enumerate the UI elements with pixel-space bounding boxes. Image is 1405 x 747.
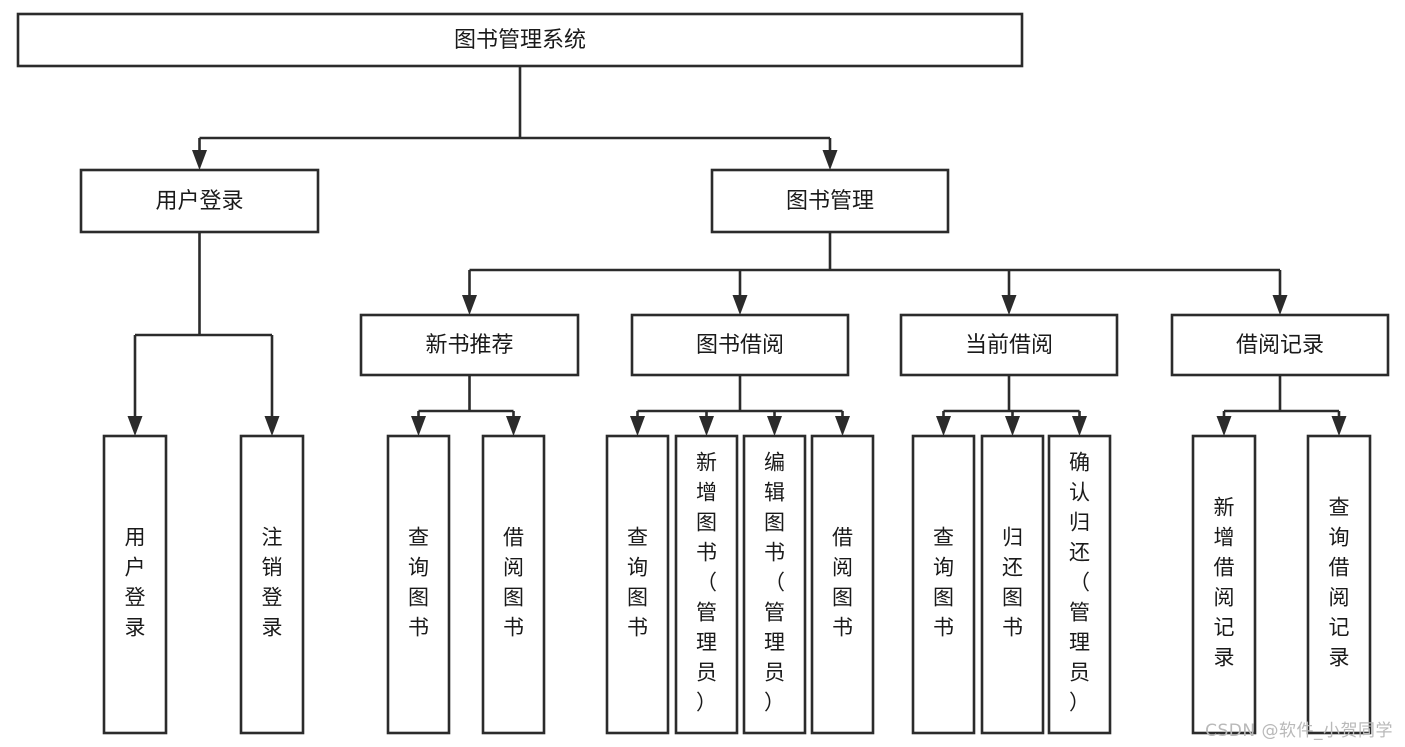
node-current-borrow-label: 当前借阅 xyxy=(965,333,1053,358)
node-user-login-label: 用户登录 xyxy=(155,189,243,214)
leaf-leaf-confirm-return-label: 确认归还（管理员） xyxy=(1069,451,1090,715)
leaf-leaf-logout-label: 注销登录 xyxy=(262,526,283,640)
node-book-borrow-label: 图书借阅 xyxy=(696,333,784,358)
arrow-head-icon xyxy=(506,416,521,436)
node-root-rect[interactable] xyxy=(16,12,1024,68)
arrow-head-icon xyxy=(1216,416,1232,436)
leaf-leaf-add-book-rect[interactable] xyxy=(674,434,739,735)
leaf-leaf-return-book[interactable]: 归还图书 xyxy=(980,434,1045,735)
node-borrow-record-label: 借阅记录 xyxy=(1236,333,1324,358)
leaf-leaf-add-record[interactable]: 新增借阅记录 xyxy=(1191,434,1257,735)
node-book-manage-label: 图书管理 xyxy=(786,189,874,214)
arrow-head-icon xyxy=(462,295,477,315)
leaf-leaf-query-book-2-rect[interactable] xyxy=(605,434,670,735)
arrow-head-icon xyxy=(732,295,748,315)
node-user-login-rect[interactable] xyxy=(79,168,320,234)
node-user-login[interactable]: 用户登录 xyxy=(79,168,320,234)
leaf-leaf-return-book-rect[interactable] xyxy=(980,434,1045,735)
connector-layer xyxy=(127,66,1347,436)
arrow-head-icon xyxy=(1005,416,1020,436)
node-new-book-recommend[interactable]: 新书推荐 xyxy=(359,313,580,377)
arrow-head-icon xyxy=(1001,295,1017,315)
leaf-leaf-confirm-return[interactable]: 确认归还（管理员） xyxy=(1047,434,1112,735)
leaf-leaf-query-record[interactable]: 查询借阅记录 xyxy=(1306,434,1372,735)
leaf-leaf-borrow-book-2[interactable]: 借阅图书 xyxy=(810,434,875,735)
arrow-head-icon xyxy=(192,150,207,170)
leaf-leaf-add-record-rect[interactable] xyxy=(1191,434,1257,735)
leaf-leaf-edit-book-rect[interactable] xyxy=(742,434,807,735)
node-new-book-recommend-label: 新书推荐 xyxy=(425,333,513,358)
node-book-manage-rect[interactable] xyxy=(710,168,950,234)
leaf-leaf-add-book[interactable]: 新增图书（管理员） xyxy=(674,434,739,735)
node-borrow-record-rect[interactable] xyxy=(1170,313,1390,377)
arrow-head-icon xyxy=(411,416,426,436)
leaf-leaf-borrow-book-1-rect[interactable] xyxy=(481,434,546,735)
leaf-leaf-add-book-label: 新增图书（管理员） xyxy=(696,451,717,715)
arrow-head-icon xyxy=(127,416,143,436)
arrow-head-icon xyxy=(1272,295,1288,315)
leaf-leaf-edit-book[interactable]: 编辑图书（管理员） xyxy=(742,434,807,735)
leaf-leaf-query-book-1-rect[interactable] xyxy=(386,434,451,735)
arrow-head-icon xyxy=(264,416,280,436)
node-borrow-record[interactable]: 借阅记录 xyxy=(1170,313,1390,377)
leaf-leaf-logout-rect[interactable] xyxy=(239,434,305,735)
leaf-leaf-confirm-return-rect[interactable] xyxy=(1047,434,1112,735)
leaf-leaf-query-book-2-label: 查询图书 xyxy=(627,526,648,640)
leaf-leaf-borrow-book-1-label: 借阅图书 xyxy=(503,526,524,640)
arrow-head-icon xyxy=(630,416,645,436)
arrow-head-icon xyxy=(835,416,850,436)
node-root[interactable]: 图书管理系统 xyxy=(16,12,1024,68)
node-root-label: 图书管理系统 xyxy=(454,28,586,53)
leaf-leaf-query-book-1-label: 查询图书 xyxy=(408,526,429,640)
node-layer: 图书管理系统用户登录图书管理新书推荐图书借阅当前借阅借阅记录用户登录注销登录查询… xyxy=(16,12,1390,735)
leaf-leaf-return-book-label: 归还图书 xyxy=(1002,526,1023,640)
arrow-head-icon xyxy=(699,416,714,436)
leaf-leaf-user-login-rect[interactable] xyxy=(102,434,168,735)
leaf-leaf-query-record-rect[interactable] xyxy=(1306,434,1372,735)
leaf-leaf-logout[interactable]: 注销登录 xyxy=(239,434,305,735)
arrow-head-icon xyxy=(1331,416,1347,436)
arrow-head-icon xyxy=(822,150,838,170)
leaf-leaf-query-book-2[interactable]: 查询图书 xyxy=(605,434,670,735)
leaf-leaf-borrow-book-1[interactable]: 借阅图书 xyxy=(481,434,546,735)
leaf-leaf-query-book-3-rect[interactable] xyxy=(911,434,976,735)
leaf-leaf-add-record-label: 新增借阅记录 xyxy=(1214,496,1235,670)
leaf-leaf-borrow-book-2-rect[interactable] xyxy=(810,434,875,735)
leaf-leaf-query-book-3-label: 查询图书 xyxy=(933,526,954,640)
node-book-borrow-rect[interactable] xyxy=(630,313,850,377)
arrow-head-icon xyxy=(767,416,782,436)
arrow-head-icon xyxy=(936,416,951,436)
node-current-borrow-rect[interactable] xyxy=(899,313,1119,377)
node-book-borrow[interactable]: 图书借阅 xyxy=(630,313,850,377)
leaf-leaf-borrow-book-2-label: 借阅图书 xyxy=(832,526,853,640)
arrow-head-icon xyxy=(1072,416,1087,436)
leaf-leaf-user-login-label: 用户登录 xyxy=(125,526,146,640)
leaf-leaf-edit-book-label: 编辑图书（管理员） xyxy=(764,451,785,715)
node-current-borrow[interactable]: 当前借阅 xyxy=(899,313,1119,377)
leaf-leaf-query-book-3[interactable]: 查询图书 xyxy=(911,434,976,735)
node-new-book-recommend-rect[interactable] xyxy=(359,313,580,377)
leaf-leaf-query-book-1[interactable]: 查询图书 xyxy=(386,434,451,735)
leaf-leaf-user-login[interactable]: 用户登录 xyxy=(102,434,168,735)
node-book-manage[interactable]: 图书管理 xyxy=(710,168,950,234)
leaf-leaf-query-record-label: 查询借阅记录 xyxy=(1329,496,1350,670)
